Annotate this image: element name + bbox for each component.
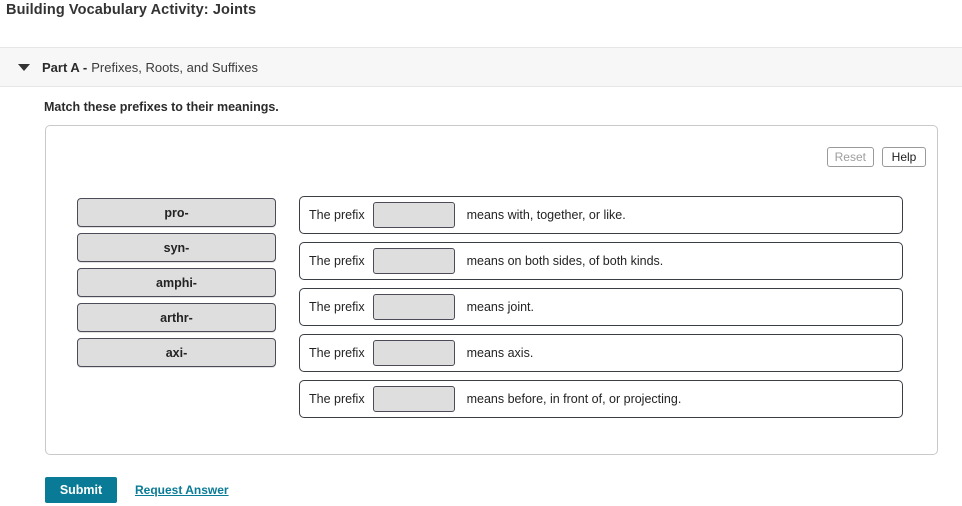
activity-panel: Reset Help pro- syn- amphi- arthr- axi- … xyxy=(45,125,938,455)
match-row: The prefix means before, in front of, or… xyxy=(299,380,903,418)
row-lead-text: The prefix xyxy=(309,208,365,222)
row-lead-text: The prefix xyxy=(309,346,365,360)
part-subtitle: Prefixes, Roots, and Suffixes xyxy=(91,59,258,75)
prefix-tile[interactable]: axi- xyxy=(77,338,276,367)
drop-slot[interactable] xyxy=(372,340,455,366)
part-a-header[interactable]: Part A - Prefixes, Roots, and Suffixes xyxy=(0,47,962,87)
row-lead-text: The prefix xyxy=(309,254,365,268)
prefix-tile[interactable]: pro- xyxy=(77,198,276,227)
match-row: The prefix means on both sides, of both … xyxy=(299,242,903,280)
match-row: The prefix means with, together, or like… xyxy=(299,196,903,234)
prefix-tile-bank: pro- syn- amphi- arthr- axi- xyxy=(77,198,276,367)
drop-slot[interactable] xyxy=(372,386,455,412)
instruction-text: Match these prefixes to their meanings. xyxy=(44,100,279,114)
drop-slot[interactable] xyxy=(372,294,455,320)
prefix-tile[interactable]: amphi- xyxy=(77,268,276,297)
row-lead-text: The prefix xyxy=(309,300,365,314)
row-meaning-text: means before, in front of, or projecting… xyxy=(466,392,682,406)
prefix-tile[interactable]: syn- xyxy=(77,233,276,262)
row-meaning-text: means on both sides, of both kinds. xyxy=(466,254,664,268)
request-answer-link[interactable]: Request Answer xyxy=(135,483,229,497)
triangle-down-icon[interactable] xyxy=(18,63,30,71)
prefix-tile[interactable]: arthr- xyxy=(77,303,276,332)
row-lead-text: The prefix xyxy=(309,392,365,406)
match-row: The prefix means joint. xyxy=(299,288,903,326)
help-button[interactable]: Help xyxy=(882,147,926,167)
row-meaning-text: means joint. xyxy=(466,300,534,314)
row-meaning-text: means axis. xyxy=(466,346,534,360)
part-label: Part A - xyxy=(42,59,88,75)
drop-slot[interactable] xyxy=(372,202,455,228)
match-row: The prefix means axis. xyxy=(299,334,903,372)
drop-slot[interactable] xyxy=(372,248,455,274)
match-rows: The prefix means with, together, or like… xyxy=(299,196,903,418)
panel-toolbar: Reset Help xyxy=(826,147,926,167)
reset-button[interactable]: Reset xyxy=(826,147,874,167)
submit-button[interactable]: Submit xyxy=(45,477,117,503)
page-title: Building Vocabulary Activity: Joints xyxy=(6,2,257,18)
row-meaning-text: means with, together, or like. xyxy=(466,208,626,222)
